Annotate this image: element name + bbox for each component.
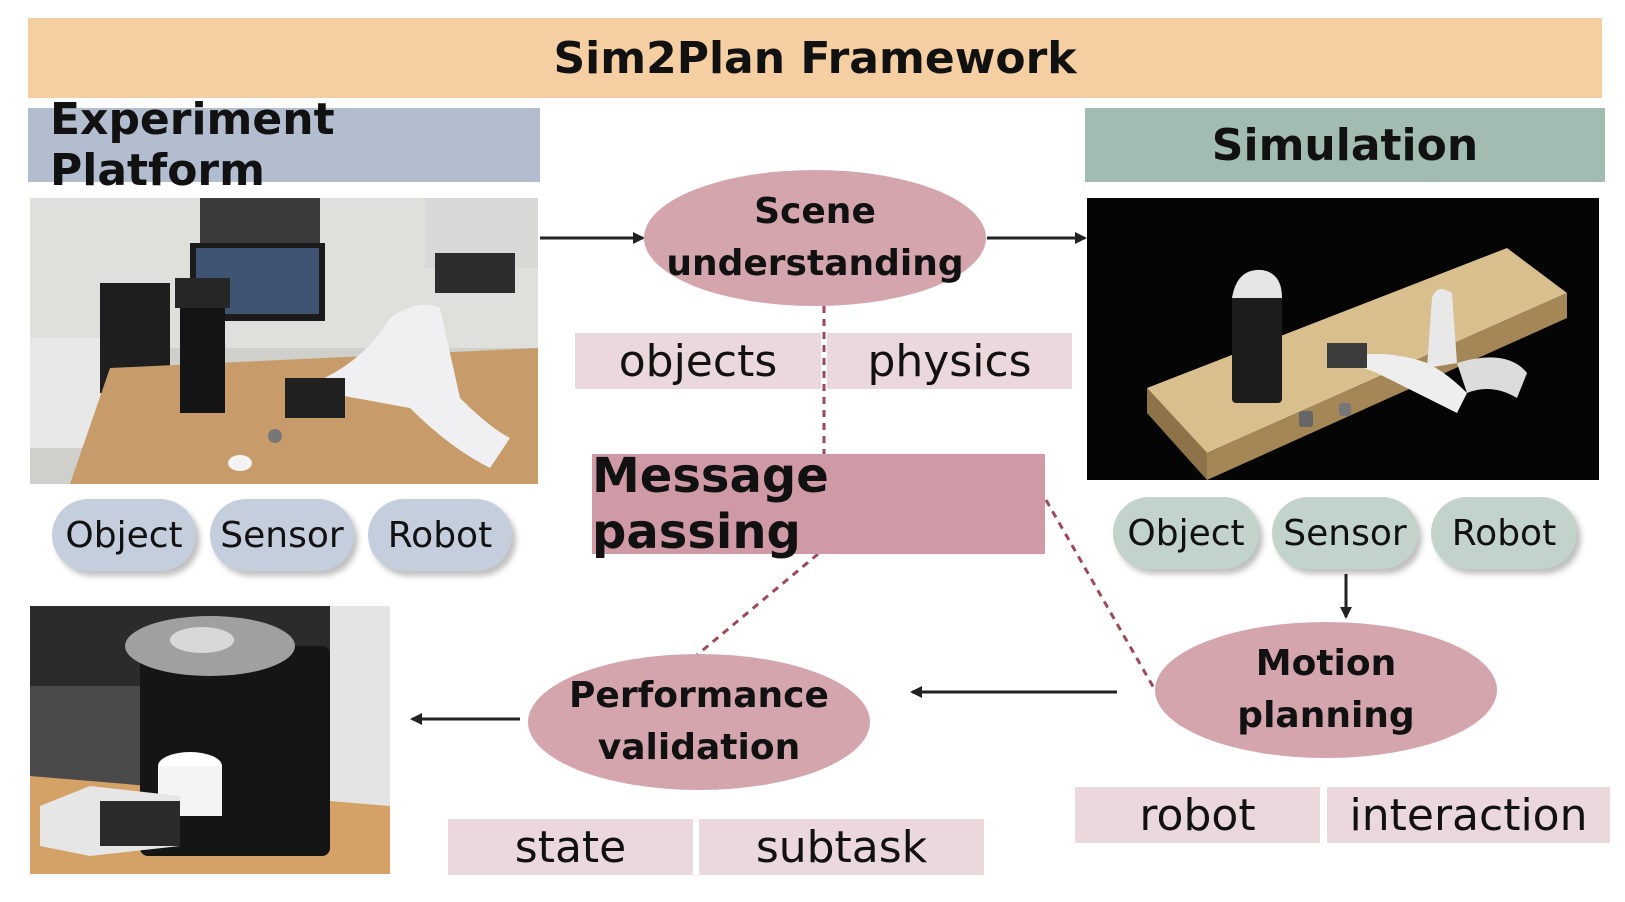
- simulation-chip-sensor: Sensor: [1272, 497, 1418, 569]
- tag-robot: robot: [1075, 787, 1320, 843]
- motion-planning-line1: Motion: [1255, 642, 1397, 684]
- simulation-chip-object: Object: [1113, 497, 1259, 569]
- dashed-message-to-performance: [696, 552, 819, 657]
- scene-understanding-node: Scene understanding: [644, 170, 986, 306]
- performance-validation-line2: validation: [597, 727, 801, 768]
- tag-physics: physics: [827, 333, 1072, 389]
- message-passing-box: Message passing: [592, 448, 1045, 560]
- motion-planning-node: Motion planning: [1155, 622, 1497, 758]
- dashed-message-to-motion: [1044, 499, 1157, 691]
- performance-validation-node: Performance validation: [528, 654, 870, 790]
- scene-understanding-line2: understanding: [666, 243, 964, 284]
- motion-planning-line2: planning: [1237, 695, 1415, 736]
- simulation-render: [1087, 198, 1599, 480]
- platform-chip-robot: Robot: [368, 499, 512, 571]
- coffee-machine-photo: [30, 606, 390, 874]
- tag-state: state: [448, 819, 693, 875]
- platform-chip-sensor: Sensor: [210, 499, 354, 571]
- performance-validation-line1: Performance: [569, 674, 829, 716]
- simulation-chip-robot: Robot: [1431, 497, 1577, 569]
- robot-lab-photo: [30, 198, 538, 484]
- simulation-title: Simulation: [1085, 108, 1605, 182]
- tag-interaction: interaction: [1327, 787, 1610, 843]
- tag-objects: objects: [575, 333, 821, 389]
- scene-understanding-line1: Scene: [754, 190, 876, 232]
- platform-chip-object: Object: [52, 499, 196, 571]
- tag-subtask: subtask: [699, 819, 984, 875]
- framework-title: Sim2Plan Framework: [28, 18, 1602, 98]
